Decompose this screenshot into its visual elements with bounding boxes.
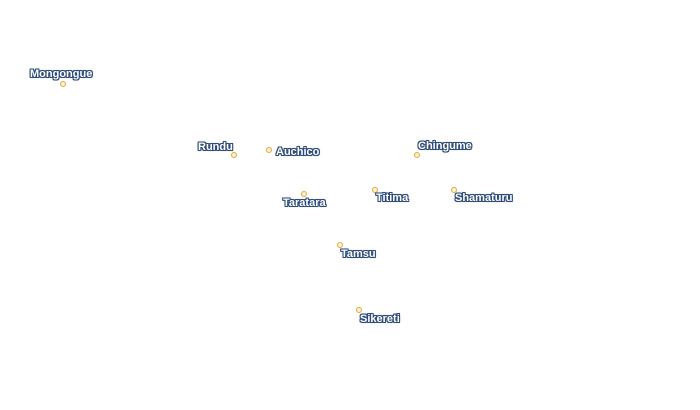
place-label: Tamsu	[341, 248, 376, 260]
place-marker-icon[interactable]	[451, 187, 457, 193]
place-label: Auchico	[276, 146, 320, 158]
place-marker-icon[interactable]	[60, 81, 66, 87]
place-marker-icon[interactable]	[414, 152, 420, 158]
place-label: Shamaturu	[455, 192, 513, 204]
place-marker-icon[interactable]	[301, 191, 307, 197]
place-marker-icon[interactable]	[372, 187, 378, 193]
place-label: Taratara	[283, 197, 326, 209]
place-label: Mongongue	[30, 68, 93, 80]
place-marker-icon[interactable]	[266, 147, 272, 153]
place-label: Chingume	[418, 140, 472, 152]
place-marker-icon[interactable]	[231, 152, 237, 158]
place-label: Rundu	[198, 141, 233, 153]
place-marker-icon[interactable]	[356, 307, 362, 313]
place-label: Sikereti	[360, 313, 400, 325]
place-label: Titima	[376, 192, 409, 204]
place-marker-icon[interactable]	[337, 242, 343, 248]
